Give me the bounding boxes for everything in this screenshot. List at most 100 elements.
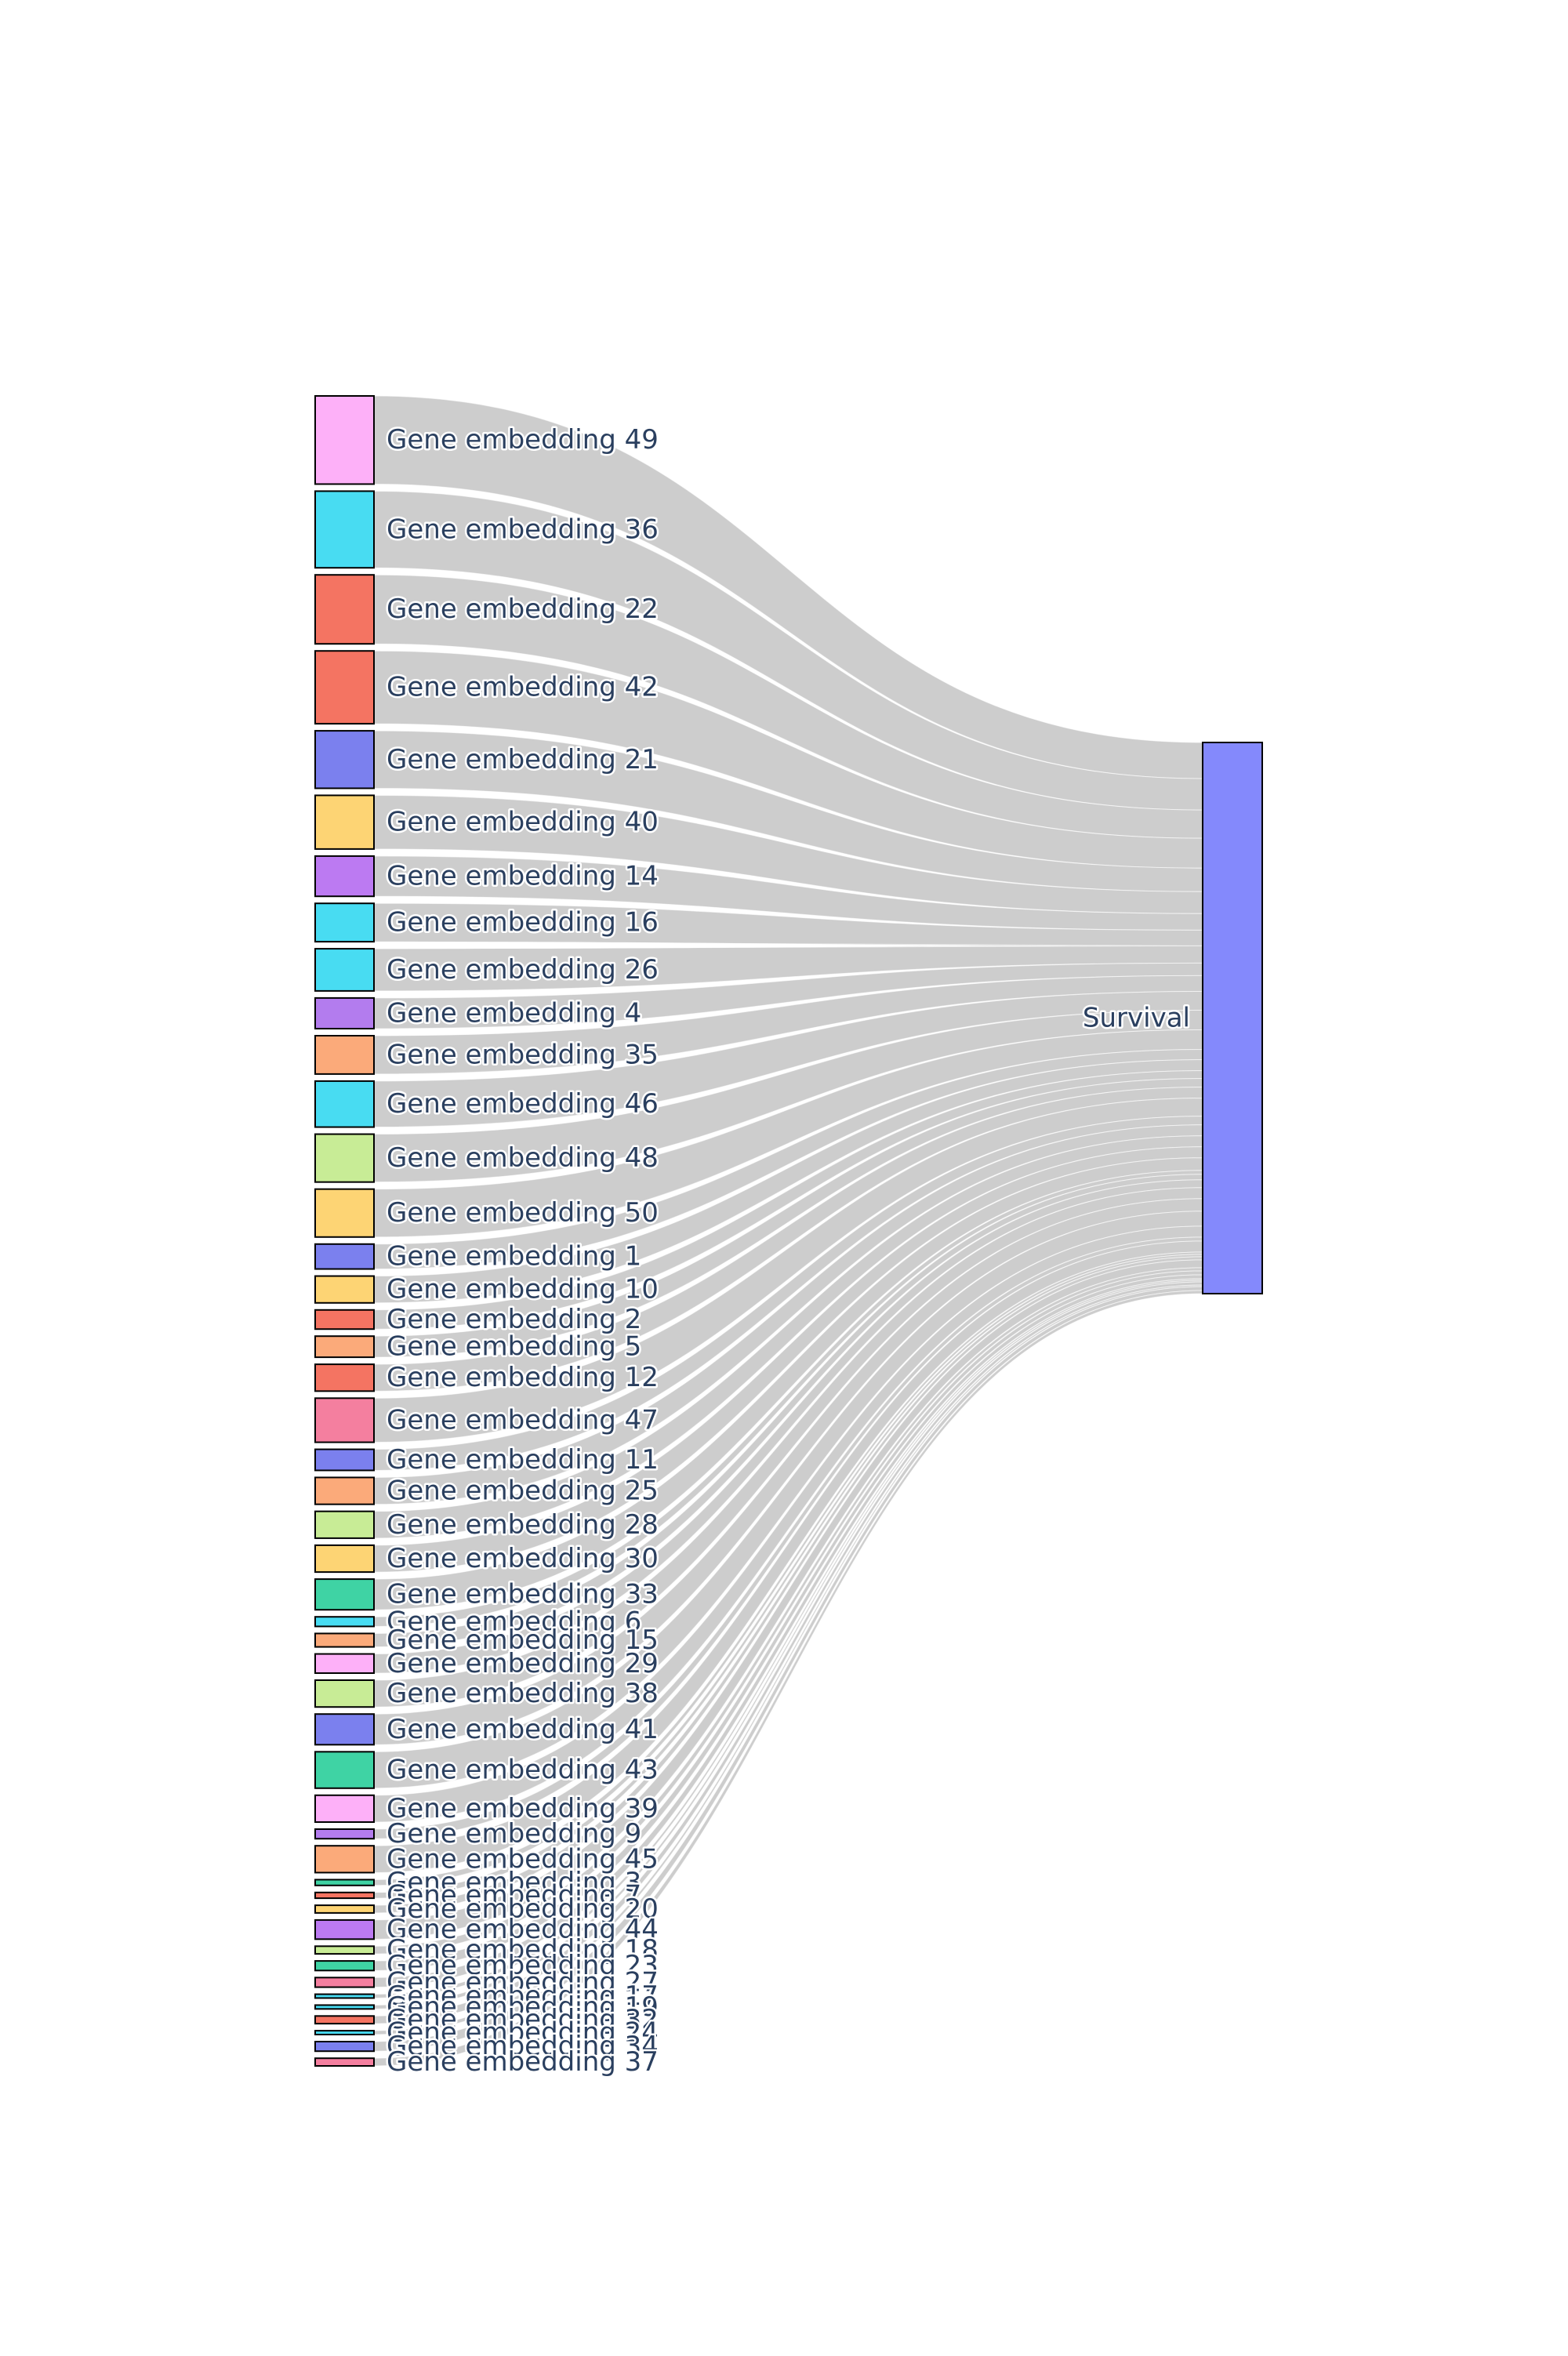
sankey-node-label: Gene embedding 16: [387, 907, 659, 938]
sankey-node-gene-embedding-17[interactable]: [314, 1993, 375, 1999]
sankey-node-gene-embedding-32[interactable]: [314, 2015, 375, 2025]
sankey-node-gene-embedding-38[interactable]: [314, 1679, 375, 1708]
sankey-node-gene-embedding-22[interactable]: [314, 574, 375, 645]
sankey-node-gene-embedding-47[interactable]: [314, 1397, 375, 1443]
sankey-node-gene-embedding-27[interactable]: [314, 1977, 375, 1988]
sankey-node-label: Gene embedding 1: [387, 1241, 641, 1272]
sankey-node-gene-embedding-12[interactable]: [314, 1363, 375, 1392]
sankey-node-gene-embedding-48[interactable]: [314, 1133, 375, 1183]
sankey-node-gene-embedding-6[interactable]: [314, 1616, 375, 1628]
sankey-node-label: Gene embedding 27: [387, 1966, 659, 1998]
sankey-node-label: Gene embedding 7: [387, 1879, 641, 1911]
sankey-node-label: Gene embedding 19: [387, 1991, 659, 2023]
sankey-node-label: Gene embedding 35: [387, 1039, 659, 1070]
sankey-node-gene-embedding-44[interactable]: [314, 1919, 375, 1940]
sankey-node-gene-embedding-15[interactable]: [314, 1632, 375, 1648]
sankey-node-gene-embedding-9[interactable]: [314, 1828, 375, 1840]
sankey-node-label: Gene embedding 41: [387, 1714, 659, 1745]
sankey-node-gene-embedding-20[interactable]: [314, 1904, 375, 1914]
sankey-node-label: Gene embedding 28: [387, 1509, 659, 1541]
sankey-node-label: Gene embedding 15: [387, 1625, 659, 1656]
sankey-node-gene-embedding-25[interactable]: [314, 1476, 375, 1505]
sankey-node-gene-embedding-46[interactable]: [314, 1080, 375, 1128]
sankey-node-gene-embedding-43[interactable]: [314, 1751, 375, 1789]
sankey-node-label: Gene embedding 11: [387, 1444, 659, 1476]
sankey-node-label: Gene embedding 3: [387, 1867, 641, 1898]
sankey-node-label: Gene embedding 23: [387, 1950, 659, 1981]
sankey-node-label: Gene embedding 45: [387, 1843, 659, 1875]
sankey-node-gene-embedding-45[interactable]: [314, 1845, 375, 1874]
sankey-node-gene-embedding-23[interactable]: [314, 1960, 375, 1972]
sankey-node-label: Gene embedding 26: [387, 954, 659, 986]
sankey-node-gene-embedding-24[interactable]: [314, 2030, 375, 2035]
sankey-node-label: Gene embedding 29: [387, 1648, 659, 1679]
sankey-node-gene-embedding-3[interactable]: [314, 1879, 375, 1886]
sankey-node-label: Gene embedding 6: [387, 1606, 641, 1637]
sankey-node-label: Gene embedding 5: [387, 1331, 641, 1363]
sankey-node-gene-embedding-40[interactable]: [314, 794, 375, 850]
target-layer: Survival: [1080, 742, 1263, 1294]
sankey-node-label: Gene embedding 25: [387, 1476, 659, 1507]
sankey-node-gene-embedding-21[interactable]: [314, 730, 375, 790]
sankey-node-gene-embedding-1[interactable]: [314, 1243, 375, 1270]
sankey-node-label: Gene embedding 24: [387, 2017, 659, 2049]
sankey-node-gene-embedding-33[interactable]: [314, 1578, 375, 1611]
sankey-node-gene-embedding-11[interactable]: [314, 1448, 375, 1472]
sankey-node-gene-embedding-29[interactable]: [314, 1653, 375, 1675]
sankey-node-gene-embedding-30[interactable]: [314, 1544, 375, 1574]
sankey-node-label: Gene embedding 20: [387, 1893, 659, 1925]
sankey-node-label: Gene embedding 14: [387, 861, 659, 892]
sankey-node-gene-embedding-4[interactable]: [314, 996, 375, 1030]
sankey-node-gene-embedding-19[interactable]: [314, 2004, 375, 2010]
sankey-node-label: Gene embedding 46: [387, 1088, 659, 1120]
sankey-node-label: Gene embedding 4: [387, 997, 641, 1029]
sankey-node-label: Gene embedding 44: [387, 1914, 659, 1945]
target-node-survival[interactable]: [1202, 742, 1263, 1294]
sankey-node-gene-embedding-39[interactable]: [314, 1794, 375, 1824]
sankey-node-label: Gene embedding 33: [387, 1579, 659, 1610]
sankey-node-label: Gene embedding 50: [387, 1197, 659, 1229]
sankey-node-label: Gene embedding 2: [387, 1304, 641, 1335]
sankey-node-label: Gene embedding 21: [387, 744, 659, 775]
sankey-node-label: Gene embedding 47: [387, 1404, 659, 1436]
sankey-node-gene-embedding-34[interactable]: [314, 2041, 375, 2053]
sankey-node-label: Gene embedding 37: [387, 2046, 659, 2078]
sankey-node-label: Gene embedding 18: [387, 1934, 659, 1966]
sankey-node-label: Gene embedding 22: [387, 594, 659, 625]
sankey-node-label: Gene embedding 12: [387, 1362, 659, 1393]
sankey-node-gene-embedding-26[interactable]: [314, 948, 375, 992]
sankey-node-gene-embedding-18[interactable]: [314, 1945, 375, 1955]
sankey-node-label: Gene embedding 40: [387, 807, 659, 838]
sankey-node-gene-embedding-42[interactable]: [314, 650, 375, 725]
sankey-node-label: Gene embedding 34: [387, 2031, 659, 2062]
sankey-node-gene-embedding-41[interactable]: [314, 1713, 375, 1746]
sankey-node-gene-embedding-10[interactable]: [314, 1275, 375, 1304]
sankey-node-label: Gene embedding 49: [387, 424, 659, 456]
sankey-node-gene-embedding-50[interactable]: [314, 1188, 375, 1238]
sankey-node-label: Gene embedding 39: [387, 1793, 659, 1824]
sankey-node-label: Gene embedding 38: [387, 1678, 659, 1709]
sankey-node-label: Gene embedding 48: [387, 1142, 659, 1174]
sankey-node-gene-embedding-35[interactable]: [314, 1035, 375, 1075]
sankey-node-label: Gene embedding 10: [387, 1274, 659, 1305]
target-label-survival: Survival: [1083, 1003, 1190, 1034]
sankey-node-label: Gene embedding 30: [387, 1543, 659, 1574]
sankey-node-gene-embedding-28[interactable]: [314, 1510, 375, 1539]
links-layer: [373, 395, 1203, 2067]
sankey-node-gene-embedding-5[interactable]: [314, 1335, 375, 1359]
sankey-node-gene-embedding-49[interactable]: [314, 395, 375, 485]
sankey-node-label: Gene embedding 9: [387, 1818, 641, 1850]
sankey-node-gene-embedding-2[interactable]: [314, 1309, 375, 1330]
sankey-node-gene-embedding-37[interactable]: [314, 2057, 375, 2067]
sankey-node-label: Gene embedding 17: [387, 1980, 659, 2012]
sankey-node-gene-embedding-16[interactable]: [314, 902, 375, 943]
sankey-node-gene-embedding-7[interactable]: [314, 1891, 375, 1900]
sankey-node-label: Gene embedding 43: [387, 1755, 659, 1786]
sankey-node-gene-embedding-36[interactable]: [314, 490, 375, 569]
sankey-node-gene-embedding-14[interactable]: [314, 855, 375, 898]
sankey-node-label: Gene embedding 32: [387, 2004, 659, 2035]
sankey-node-label: Gene embedding 42: [387, 672, 659, 703]
